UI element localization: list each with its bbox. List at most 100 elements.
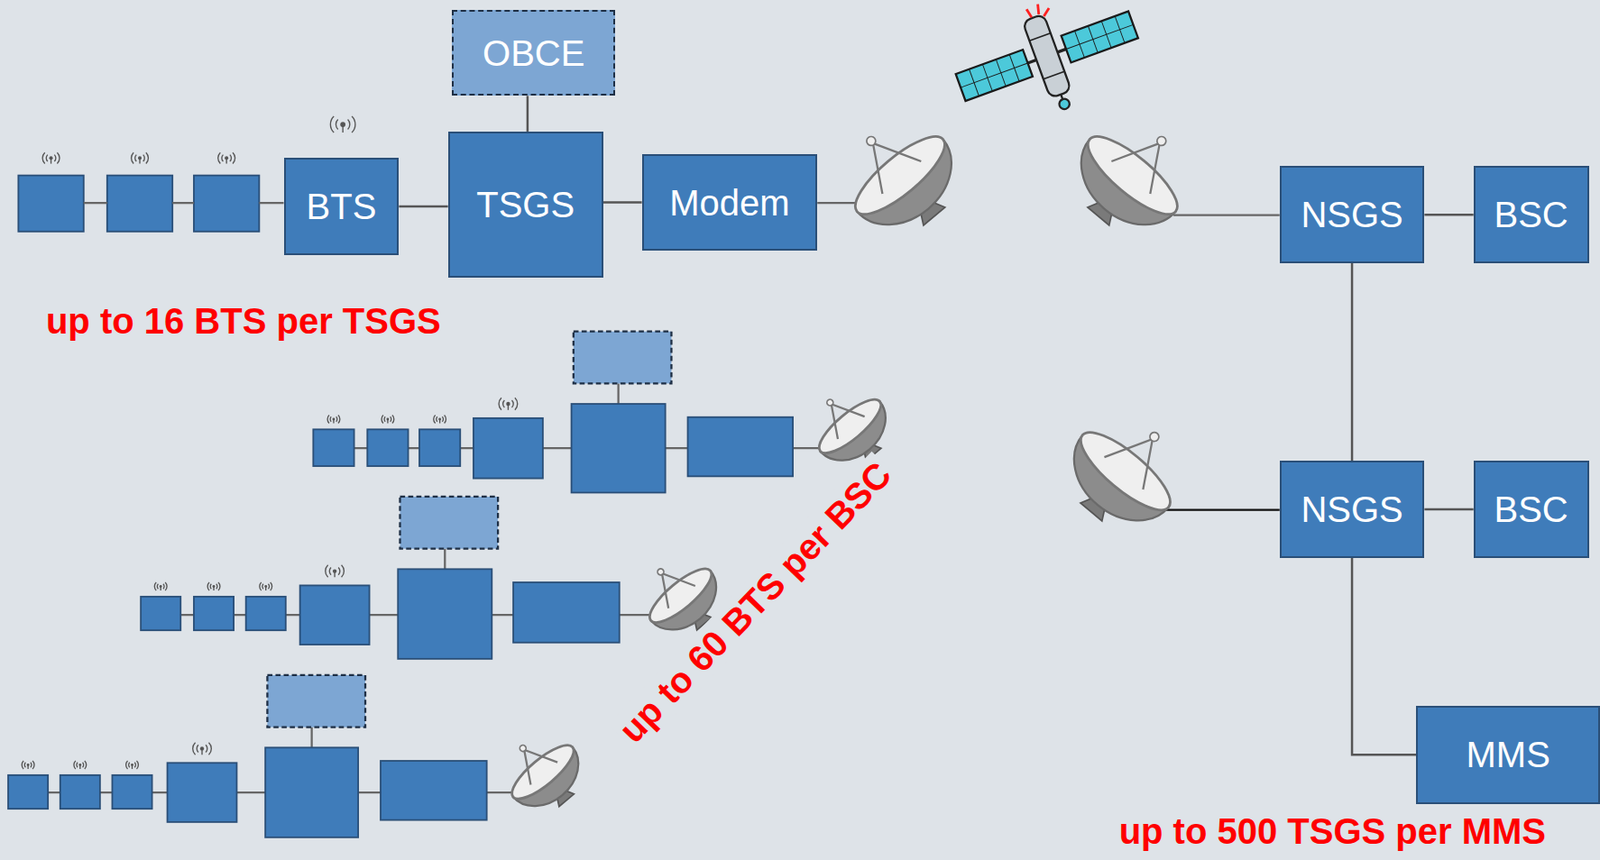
illustration-part — [514, 397, 518, 411]
bsc-box: BSC — [1473, 165, 1590, 263]
illustration-part — [503, 400, 506, 408]
antenna-icon — [381, 414, 395, 423]
signal-mark — [1038, 4, 1040, 15]
illustration-part — [330, 116, 334, 133]
obce-box-symbol — [266, 675, 366, 728]
box-label: TSGS — [476, 184, 575, 225]
illustration-part — [76, 763, 78, 768]
illustration-part — [24, 763, 26, 768]
illustration-part — [873, 127, 921, 178]
illustration-part — [341, 124, 343, 133]
illustration-part — [232, 152, 236, 164]
illustration-part — [1057, 97, 1072, 111]
illustration-part — [1022, 13, 1072, 99]
equipment-box-symbol — [397, 569, 492, 660]
illustration-part — [131, 152, 135, 164]
equipment-box-symbol — [60, 775, 101, 810]
equipment-box-symbol — [18, 175, 83, 232]
illustration-part — [1043, 71, 1065, 80]
illustration-group — [8, 0, 1280, 838]
link-line — [616, 383, 619, 405]
connector-line — [398, 205, 448, 209]
illustration-part — [27, 765, 28, 771]
equipment-box-symbol — [367, 429, 408, 467]
antenna-icon — [42, 152, 60, 164]
illustration-part — [1066, 24, 1133, 49]
illustration-part — [1070, 421, 1181, 522]
connector-line — [603, 201, 643, 204]
obce-box-symbol — [400, 496, 499, 550]
illustration-part — [518, 744, 528, 754]
illustration-part — [216, 584, 218, 589]
illustration-part — [143, 155, 146, 162]
equipment-box-symbol — [167, 763, 238, 823]
antenna-icon — [21, 761, 35, 770]
box-label: BSC — [1494, 194, 1569, 235]
illustration-part — [45, 155, 48, 162]
illustration-part — [327, 414, 330, 423]
equipment-box-symbol — [193, 597, 234, 631]
illustration-part — [146, 152, 149, 164]
illustration-part — [390, 416, 392, 422]
connector-line — [1424, 213, 1473, 217]
illustration-part — [163, 584, 165, 589]
equipment-box-symbol — [312, 429, 354, 467]
illustration-part — [662, 562, 696, 598]
illustration-part — [218, 582, 221, 591]
illustration-part — [210, 584, 212, 589]
illustration-part — [330, 416, 332, 422]
illustration-part — [259, 582, 262, 591]
illustration-part — [864, 134, 878, 148]
illustration-part — [1077, 125, 1188, 226]
connector-line — [1351, 558, 1417, 755]
illustration-part — [436, 416, 438, 422]
illustration-part — [1155, 134, 1168, 148]
illustration-part — [325, 565, 329, 579]
nsgs-box: NSGS — [1279, 460, 1426, 558]
illustration-part — [960, 63, 1028, 88]
box-label: NSGS — [1300, 194, 1403, 235]
illustration-part — [30, 763, 32, 768]
equipment-box-symbol — [246, 597, 286, 631]
illustration-part — [444, 414, 447, 423]
illustration-part — [643, 560, 719, 631]
connector-line — [526, 95, 530, 132]
box-label: Modem — [669, 183, 790, 223]
box-label: OBCE — [482, 33, 585, 74]
box-label: BSC — [1494, 489, 1569, 530]
equipment-box-symbol — [300, 585, 370, 645]
illustration-part — [193, 743, 196, 756]
illustration-part — [160, 587, 162, 592]
illustration-part — [505, 737, 581, 808]
illustration-part — [507, 404, 509, 411]
illustration-part — [333, 571, 335, 579]
equipment-box-symbol — [571, 404, 666, 493]
satellite-dish-icon — [798, 375, 903, 480]
antenna-icon — [154, 582, 167, 591]
illustration-part — [136, 761, 138, 770]
illustration-part — [205, 744, 208, 753]
satellite-dish-icon — [1048, 397, 1201, 549]
illustration-part — [73, 761, 76, 770]
illustration-part — [82, 763, 84, 768]
antenna-icon — [207, 582, 221, 591]
illustration-part — [42, 152, 46, 164]
obce-box-symbol — [573, 331, 672, 385]
illustration-part — [332, 419, 334, 424]
link-line — [443, 549, 446, 571]
obce-unit: OBCE — [451, 9, 616, 96]
illustration-part — [208, 743, 212, 756]
illustration-part — [811, 391, 888, 461]
illustration-part — [335, 119, 338, 130]
illustration-part — [229, 155, 232, 162]
illustration-part — [329, 567, 332, 575]
capacity-note: up to 60 BTS per BSC — [607, 450, 902, 754]
antenna-icon — [498, 397, 518, 411]
modem-box: Modem — [642, 154, 819, 251]
antenna-icon — [259, 582, 273, 591]
equipment-box-symbol — [193, 175, 259, 232]
illustration-part — [825, 398, 835, 408]
antenna-icon — [433, 414, 447, 423]
illustration-part — [56, 152, 60, 164]
